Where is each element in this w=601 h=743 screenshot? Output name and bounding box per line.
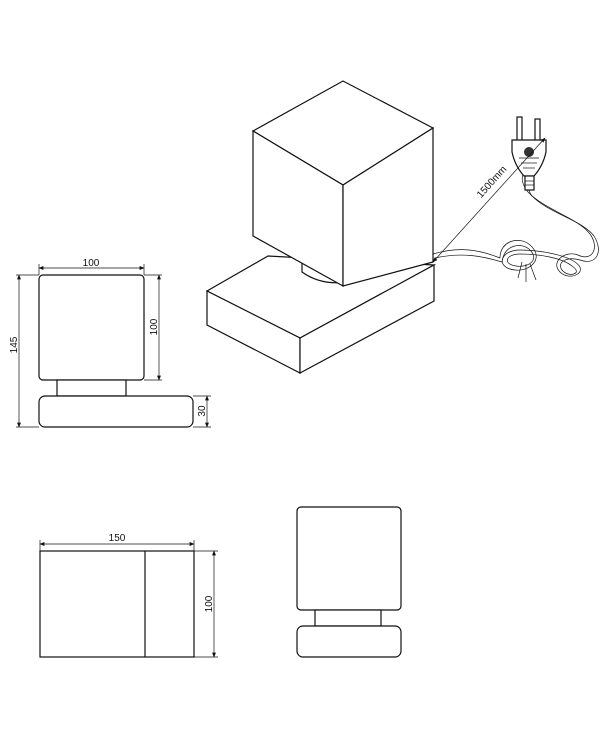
- front-base-height-label: 30: [197, 405, 208, 417]
- bottom-width-label: 150: [109, 533, 126, 544]
- front-shade-height-label: 100: [149, 318, 160, 335]
- front-view: 100 100 145 30: [9, 258, 211, 428]
- bottom-width-dimension: 150: [39, 533, 195, 551]
- side-view: [296, 506, 402, 658]
- cable-length-label: 1500mm: [475, 164, 509, 200]
- iso-shade: [251, 80, 435, 288]
- front-base-height-dimension: 30: [193, 395, 211, 428]
- bottom-depth-dimension: 100: [194, 550, 218, 658]
- front-width-dimension: 100: [38, 258, 145, 275]
- bottom-view: 150 100: [39, 533, 218, 658]
- front-shade-height-dimension: 100: [144, 274, 162, 381]
- bottom-depth-label: 100: [204, 595, 215, 612]
- front-total-height-dimension: 145: [9, 274, 39, 428]
- power-cable: [432, 171, 599, 282]
- isometric-lamp-view: 1500mm: [205, 80, 599, 375]
- front-width-label: 100: [83, 258, 100, 269]
- front-total-height-label: 145: [9, 336, 20, 353]
- power-plug: [511, 116, 547, 191]
